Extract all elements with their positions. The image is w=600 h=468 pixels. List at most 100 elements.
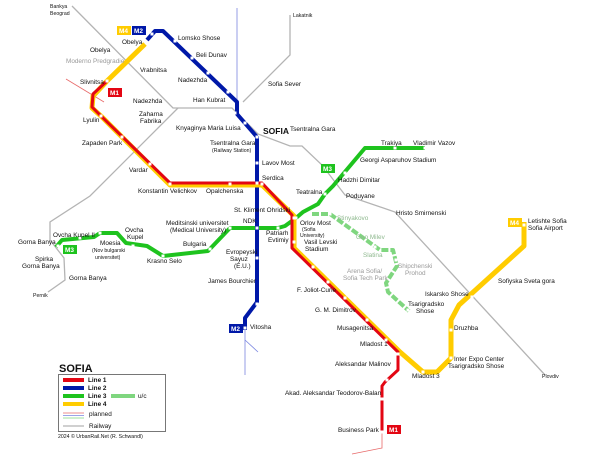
station-label[interactable]: Tsarigradsko Shose [448, 363, 505, 370]
station-label[interactable]: Spirka [35, 256, 54, 263]
station-label[interactable]: Ovcha Kupel II [53, 232, 95, 239]
station-label[interactable]: Sofia Sever [268, 81, 302, 88]
station-label[interactable]: Zaharna [139, 111, 163, 118]
station-label[interactable]: Tsentralna Gara [210, 140, 256, 147]
station-label[interactable]: Plovdiv [542, 374, 559, 380]
station-marker[interactable] [384, 338, 388, 342]
station-marker[interactable] [255, 226, 259, 230]
station-marker[interactable] [161, 254, 165, 258]
station-label[interactable]: Evropeyski [226, 249, 257, 256]
station-label[interactable]: Sofia Tech Park [343, 275, 388, 282]
station-marker[interactable] [243, 121, 247, 125]
station-label[interactable]: Serdica [262, 175, 284, 182]
station-marker[interactable] [56, 244, 60, 248]
station-label[interactable]: Kupel [127, 234, 143, 241]
station-label[interactable]: Sofia Airport [528, 225, 563, 232]
station-marker[interactable] [78, 236, 82, 240]
station-marker[interactable] [522, 223, 526, 227]
station-label[interactable]: Mladost 3 [412, 373, 440, 380]
station-label[interactable]: Fabrika [140, 118, 162, 125]
station-marker[interactable] [105, 79, 109, 83]
station-marker[interactable] [255, 135, 259, 139]
station-label[interactable]: Orlov Most [300, 220, 331, 227]
station-marker[interactable] [206, 71, 210, 75]
station-label[interactable]: Hristo Smirnenski [396, 210, 446, 217]
station-label[interactable]: Vladimir Vazov [413, 140, 456, 147]
station-label[interactable]: Vasil Levski [304, 239, 337, 246]
station-label[interactable]: Meditsinski universitet [166, 220, 229, 227]
station-label[interactable]: Mladost 1 [360, 341, 388, 348]
station-marker[interactable] [148, 162, 152, 166]
station-marker[interactable] [131, 244, 135, 248]
station-label[interactable]: Patriarh [266, 230, 289, 237]
station-marker[interactable] [394, 258, 398, 262]
station-marker[interactable] [120, 135, 124, 139]
station-label[interactable]: Sofiyska Sveta gora [498, 278, 555, 285]
station-marker[interactable] [396, 352, 400, 356]
station-label[interactable]: (Nov bulgarski [92, 248, 125, 254]
station-marker[interactable] [470, 295, 474, 299]
station-label[interactable]: Geo Milev [356, 234, 386, 241]
station-label[interactable]: Moderno Predgradie [66, 58, 125, 65]
station-label[interactable]: NDK [243, 218, 257, 225]
station-label[interactable]: Opalchenska [206, 188, 244, 195]
station-label[interactable]: Obelya [122, 39, 143, 46]
station-label[interactable]: Beli Dunav [196, 52, 228, 59]
station-label[interactable]: Druzhba [454, 325, 479, 332]
station-marker[interactable] [260, 182, 264, 186]
station-label[interactable]: Hadzhi Dimitar [338, 177, 381, 184]
station-marker[interactable] [421, 370, 425, 374]
station-label[interactable]: Nadezhda [178, 77, 208, 84]
station-marker[interactable] [173, 39, 177, 43]
station-marker[interactable] [380, 397, 384, 401]
station-marker[interactable] [226, 90, 230, 94]
station-label[interactable]: Stadium [305, 246, 328, 253]
station-label[interactable]: Stinyakovo [337, 215, 369, 222]
station-label[interactable]: Moesia [100, 240, 121, 247]
station-label[interactable]: Gorna Banya [69, 275, 107, 282]
station-label[interactable]: Knyaginya Maria Luisa [176, 125, 241, 132]
station-marker[interactable] [373, 245, 377, 249]
station-label[interactable]: Ovcha [125, 227, 144, 234]
station-label[interactable]: Vitosha [250, 324, 272, 331]
station-label[interactable]: St. Kliment Ohridski [234, 207, 290, 214]
station-marker[interactable] [385, 378, 389, 382]
station-marker[interactable] [423, 146, 427, 150]
station-marker[interactable] [393, 146, 397, 150]
station-label[interactable]: Obelya [90, 47, 111, 54]
station-label[interactable]: Bulgaria [183, 241, 207, 248]
station-marker[interactable] [190, 56, 194, 60]
station-marker[interactable] [276, 226, 280, 230]
station-marker[interactable] [292, 216, 296, 220]
station-marker[interactable] [323, 192, 327, 196]
station-label[interactable]: Poduyane [346, 193, 375, 200]
station-marker[interactable] [380, 430, 384, 434]
station-label[interactable]: Iskarsko Shose [425, 291, 469, 298]
station-label[interactable]: Shose [416, 308, 435, 315]
station-marker[interactable] [343, 171, 347, 175]
station-label[interactable]: Letishte Sofia [528, 218, 567, 225]
station-marker[interactable] [99, 114, 103, 118]
station-label[interactable]: Business Park [338, 427, 380, 434]
station-label[interactable]: (E.U.) [234, 263, 251, 270]
station-marker[interactable] [98, 231, 102, 235]
station-label[interactable]: Slivnitsa [80, 79, 104, 86]
station-marker[interactable] [365, 318, 369, 322]
station-label[interactable]: Vrabnitsa [140, 67, 167, 74]
station-marker[interactable] [294, 216, 298, 220]
station-label[interactable]: Shipchenski [398, 263, 432, 270]
station-marker[interactable] [228, 182, 232, 186]
station-marker[interactable] [292, 240, 296, 244]
station-label[interactable]: Arena Sofia/ [347, 268, 382, 275]
station-label[interactable]: Trakiya [381, 140, 402, 147]
station-label[interactable]: Aleksandar Malinov [335, 361, 392, 368]
station-label[interactable]: Konstantin Velichkov [138, 188, 198, 195]
station-marker[interactable] [255, 302, 259, 306]
station-label[interactable]: Han Kubrat [193, 97, 226, 104]
station-label[interactable]: Beograd [50, 11, 70, 17]
station-marker[interactable] [449, 356, 453, 360]
station-marker[interactable] [243, 326, 247, 330]
station-marker[interactable] [255, 256, 259, 260]
station-marker[interactable] [228, 226, 232, 230]
station-marker[interactable] [406, 308, 410, 312]
